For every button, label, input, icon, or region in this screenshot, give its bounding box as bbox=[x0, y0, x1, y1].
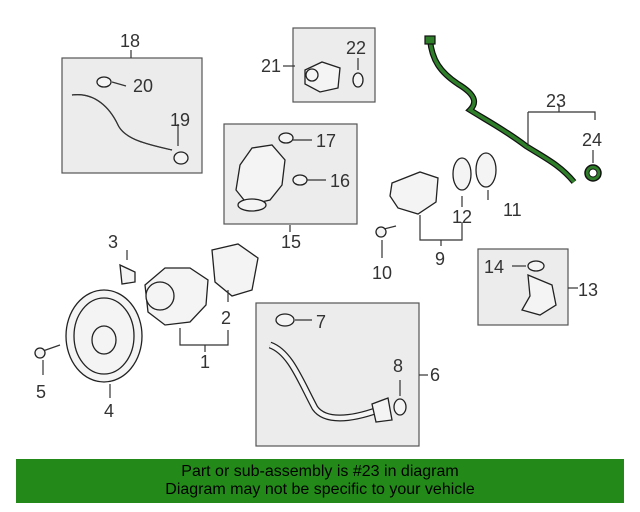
callout-17: 17 bbox=[316, 131, 336, 151]
callout-19: 19 bbox=[170, 110, 190, 130]
coolant-tube-18 bbox=[71, 76, 189, 165]
callout-3: 3 bbox=[108, 232, 118, 252]
callout-12: 12 bbox=[452, 207, 472, 227]
callout-18: 18 bbox=[120, 31, 140, 51]
callout-24: 24 bbox=[582, 130, 602, 150]
callout-5: 5 bbox=[36, 382, 46, 402]
callout-8: 8 bbox=[393, 356, 403, 376]
banner-line-part: Part or sub-assembly is #23 in diagram bbox=[181, 463, 459, 480]
callout-21: 21 bbox=[261, 56, 281, 76]
callout-20: 20 bbox=[133, 76, 153, 96]
callout-15: 15 bbox=[281, 232, 301, 252]
banner-line-disclaimer: Diagram may not be specific to your vehi… bbox=[165, 481, 475, 498]
callout-2: 2 bbox=[221, 308, 231, 328]
callout-7: 7 bbox=[316, 312, 326, 332]
callout-13: 13 bbox=[578, 280, 598, 300]
callout-1: 1 bbox=[200, 352, 210, 372]
group-box-21 bbox=[292, 27, 376, 103]
callout-16: 16 bbox=[330, 171, 350, 191]
info-banner: Part or sub-assembly is #23 in diagram D… bbox=[16, 459, 624, 503]
coolant-hose-23 bbox=[424, 35, 602, 184]
callout-9: 9 bbox=[435, 249, 445, 269]
callout-10: 10 bbox=[372, 263, 392, 283]
water-outlet-9 bbox=[375, 152, 497, 258]
callout-4: 4 bbox=[104, 401, 114, 421]
callout-14: 14 bbox=[484, 257, 504, 277]
hose-fitting-13 bbox=[512, 260, 578, 316]
water-pump-1 bbox=[119, 243, 259, 352]
fitting-21 bbox=[283, 58, 364, 93]
callout-6: 6 bbox=[430, 365, 440, 385]
coolant-pipe-6 bbox=[268, 313, 428, 423]
callout-22: 22 bbox=[346, 38, 366, 58]
callout-11: 11 bbox=[503, 200, 522, 220]
callout-23: 23 bbox=[546, 91, 566, 111]
pulley-4 bbox=[34, 289, 143, 398]
thermostat-housing-15 bbox=[235, 132, 326, 232]
group-box-6 bbox=[255, 302, 420, 447]
